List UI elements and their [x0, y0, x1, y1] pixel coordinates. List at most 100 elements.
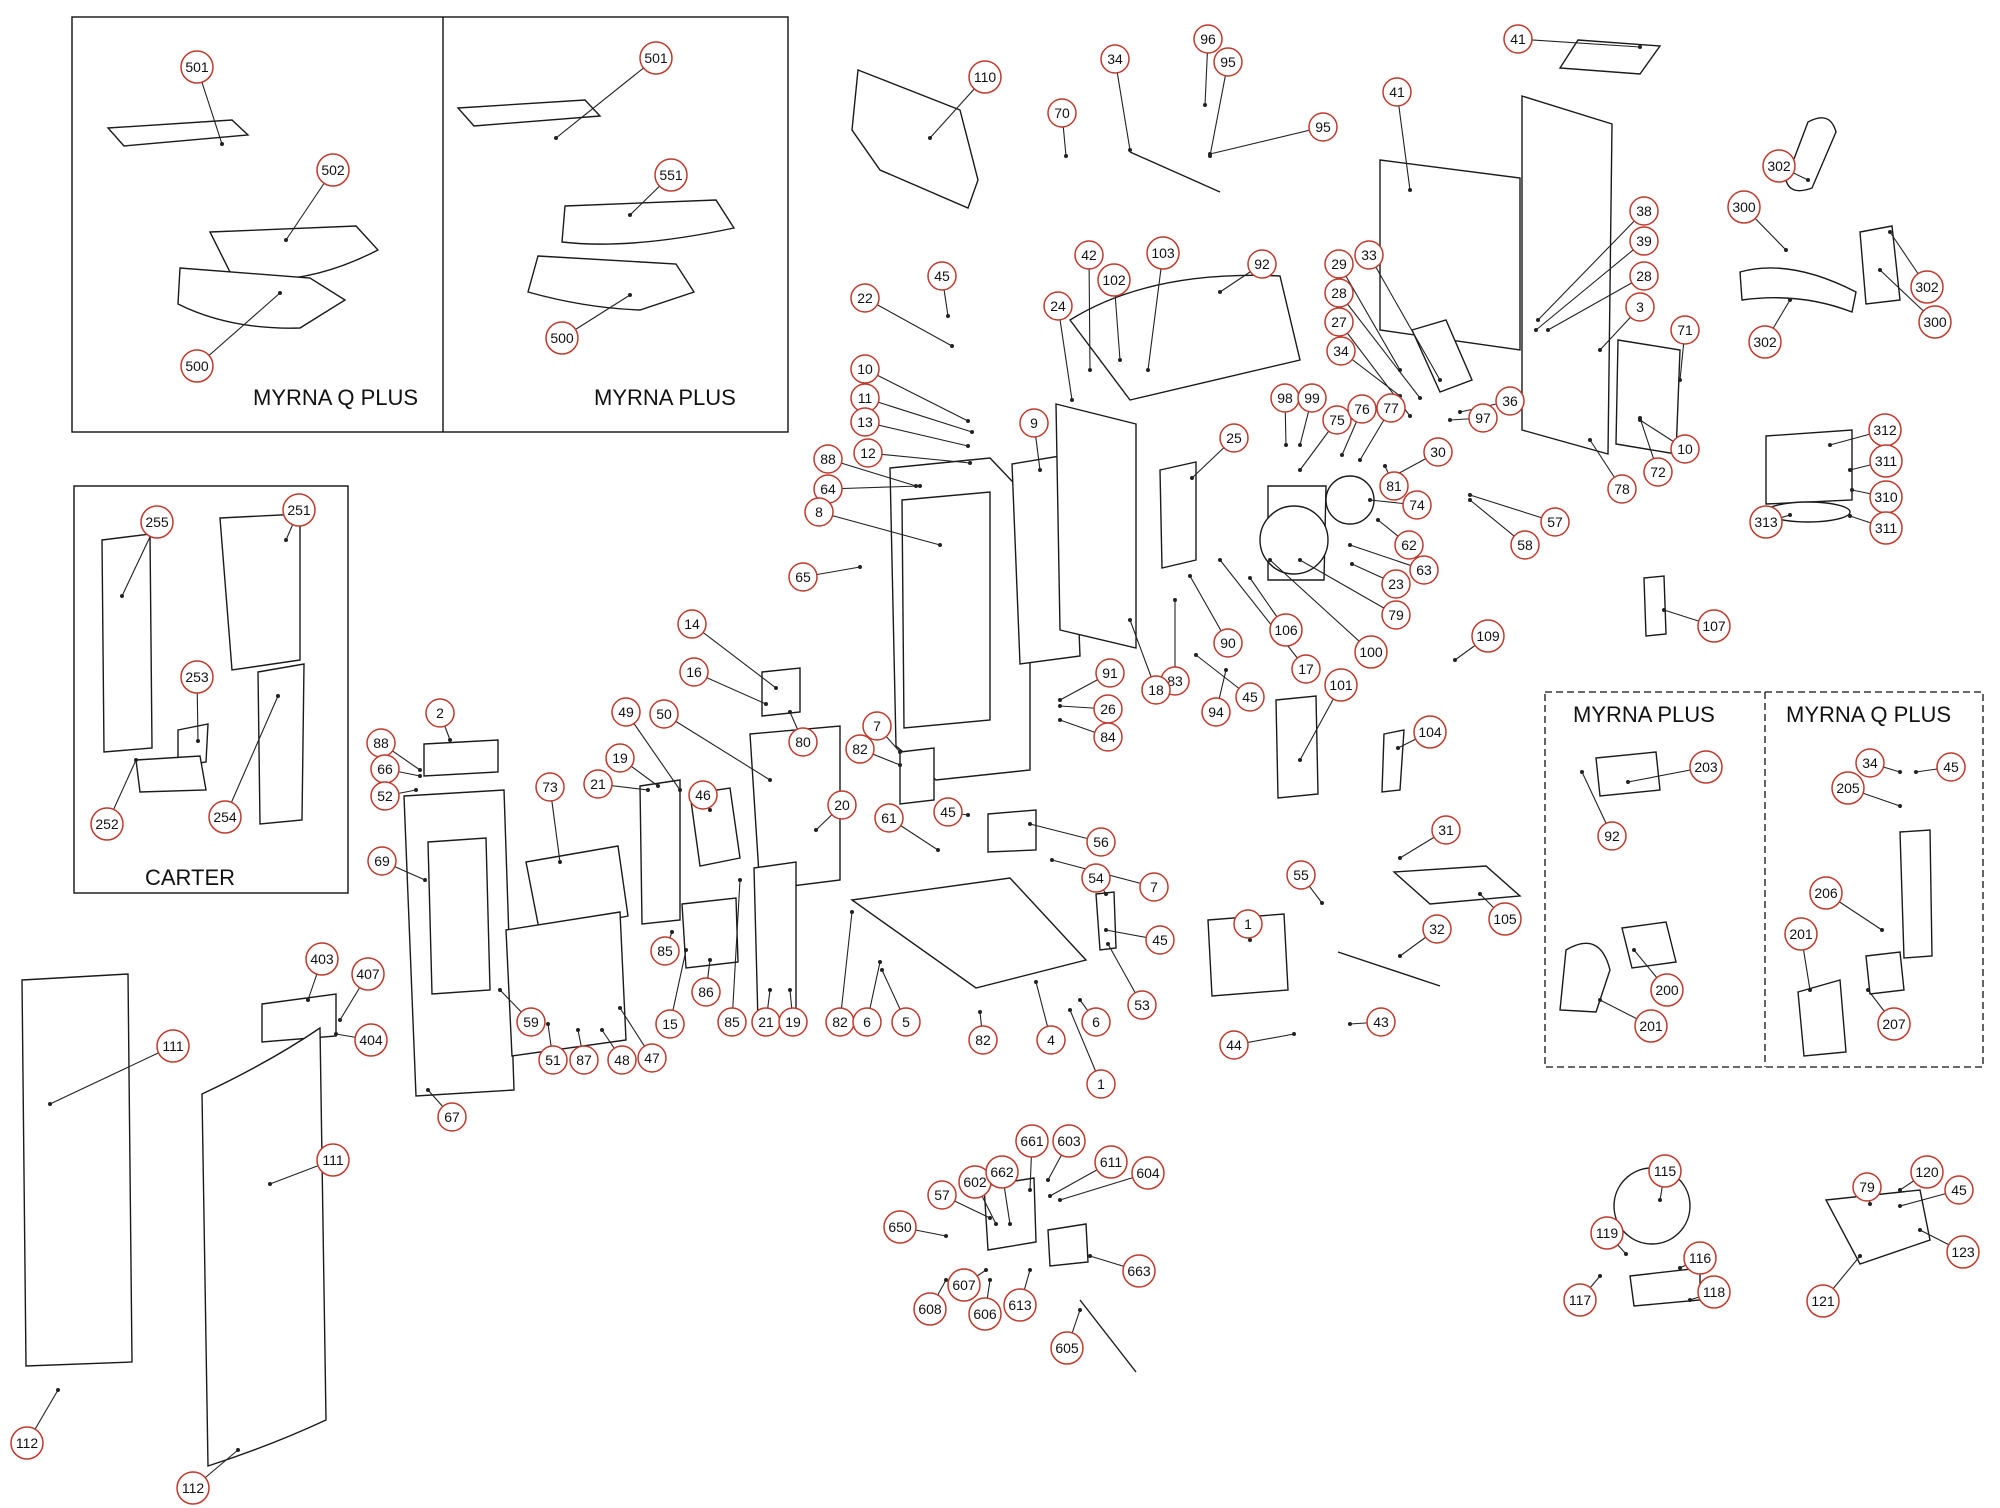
leader-anchor-dot	[1104, 928, 1108, 932]
callout-circle	[1869, 511, 1903, 545]
callout-circle	[968, 1297, 1002, 1331]
callout-number: 77	[1383, 400, 1399, 416]
callout-circle	[874, 803, 904, 833]
callout-number: 111	[322, 1152, 343, 1168]
callout-58: 58	[1510, 530, 1540, 560]
callout-69: 69	[367, 846, 397, 876]
callout-96: 96	[1193, 24, 1223, 54]
leader-anchor-dot	[918, 484, 922, 488]
callout-number: 23	[1388, 576, 1404, 592]
callout-circle	[605, 743, 635, 773]
callout-number: 100	[1359, 644, 1383, 660]
callout-circle	[688, 780, 718, 810]
callout-number: 46	[695, 787, 711, 803]
callout-501: 501	[639, 41, 673, 75]
callout-48: 48	[607, 1045, 637, 1075]
leader-anchor-dot	[134, 758, 138, 762]
callout-number: 7	[1150, 879, 1158, 895]
callout-circle	[850, 283, 880, 313]
leader-anchor-dot	[656, 784, 660, 788]
callout-661: 661	[1015, 1124, 1049, 1158]
leader-anchor-dot	[628, 213, 632, 217]
leader-anchor-dot	[576, 1028, 580, 1032]
callout-16: 16	[679, 657, 709, 687]
leader-anchor-dot	[220, 142, 224, 146]
callout-255: 255	[140, 505, 174, 539]
leader-anchor-dot	[1866, 988, 1870, 992]
callout-number: 103	[1151, 245, 1175, 261]
callout-603: 603	[1052, 1124, 1086, 1158]
callout-circle	[1093, 722, 1123, 752]
leader-anchor-dot	[1678, 1266, 1682, 1270]
callout-number: 607	[952, 1277, 976, 1293]
callout-66: 66	[370, 754, 400, 784]
callout-3: 3	[1625, 292, 1655, 322]
callout-number: 11	[858, 390, 873, 406]
leader-anchor-dot	[1383, 464, 1387, 468]
leader-anchor-dot	[814, 828, 818, 832]
callout-85: 85	[717, 1007, 747, 1037]
callout-number: 32	[1429, 921, 1445, 937]
callout-number: 254	[213, 809, 237, 825]
leader-anchor-dot	[768, 988, 772, 992]
callout-circle	[1910, 1155, 1944, 1189]
leader-line	[1469, 494, 1556, 523]
callout-10: 10	[1670, 434, 1700, 464]
leader-line	[827, 485, 921, 490]
callout-number: 14	[684, 616, 700, 632]
callout-number: 201	[1639, 1018, 1663, 1034]
callout-circle	[1468, 403, 1498, 433]
callout-number: 313	[1754, 514, 1778, 530]
callout-107: 107	[1697, 609, 1731, 643]
leader-anchor-dot	[284, 538, 288, 542]
leader-anchor-dot	[670, 930, 674, 934]
callout-circle	[1036, 1025, 1066, 1055]
callout-38: 38	[1629, 196, 1659, 226]
callout-number: 1	[1244, 916, 1252, 932]
callout-number: 92	[1604, 828, 1620, 844]
callout-circle	[1081, 863, 1111, 893]
callout-circle	[156, 1029, 190, 1063]
callout-circle	[1431, 815, 1461, 845]
callout-404: 404	[354, 1023, 388, 1057]
callout-90: 90	[1213, 628, 1243, 658]
callout-105: 105	[1488, 902, 1522, 936]
callout-74: 74	[1402, 490, 1432, 520]
leader-anchor-dot	[1408, 188, 1412, 192]
callout-110: 110	[968, 60, 1002, 94]
callout-31: 31	[1431, 815, 1461, 845]
callout-circle	[1650, 973, 1684, 1007]
callout-28: 28	[1629, 261, 1659, 291]
callout-number: 27	[1331, 314, 1347, 330]
leader-anchor-dot	[1248, 938, 1252, 942]
callout-82: 82	[845, 734, 875, 764]
callout-circle	[1629, 196, 1659, 226]
callout-circle	[1095, 658, 1125, 688]
leader-anchor-dot	[978, 1010, 982, 1014]
callout-64: 64	[813, 474, 843, 504]
callout-100: 100	[1354, 635, 1388, 669]
callout-403: 403	[305, 942, 339, 976]
callout-circle	[1127, 990, 1157, 1020]
callout-45: 45	[1944, 1175, 1974, 1205]
leader-anchor-dot	[1638, 45, 1642, 49]
callout-circle	[862, 711, 892, 741]
leader-anchor-dot	[1350, 562, 1354, 566]
callout-number: 34	[1862, 755, 1878, 771]
leader-anchor-dot	[1858, 1254, 1862, 1258]
leader-anchor-dot	[966, 444, 970, 448]
callout-circle	[316, 1143, 350, 1177]
leader-line	[1147, 252, 1164, 371]
leader-anchor-dot	[1588, 438, 1592, 442]
leader-anchor-dot	[1008, 1222, 1012, 1226]
panel-title-myrna-q-plus: MYRNA Q PLUS	[253, 385, 418, 410]
leader-anchor-dot	[1438, 378, 1442, 382]
leader-anchor-dot	[1028, 1188, 1032, 1192]
callout-117: 117	[1563, 1283, 1597, 1317]
callout-number: 121	[1811, 1293, 1835, 1309]
leader-anchor-dot	[278, 291, 282, 295]
callout-number: 206	[1814, 885, 1838, 901]
callout-number: 51	[545, 1052, 561, 1068]
callout-circle	[788, 727, 818, 757]
